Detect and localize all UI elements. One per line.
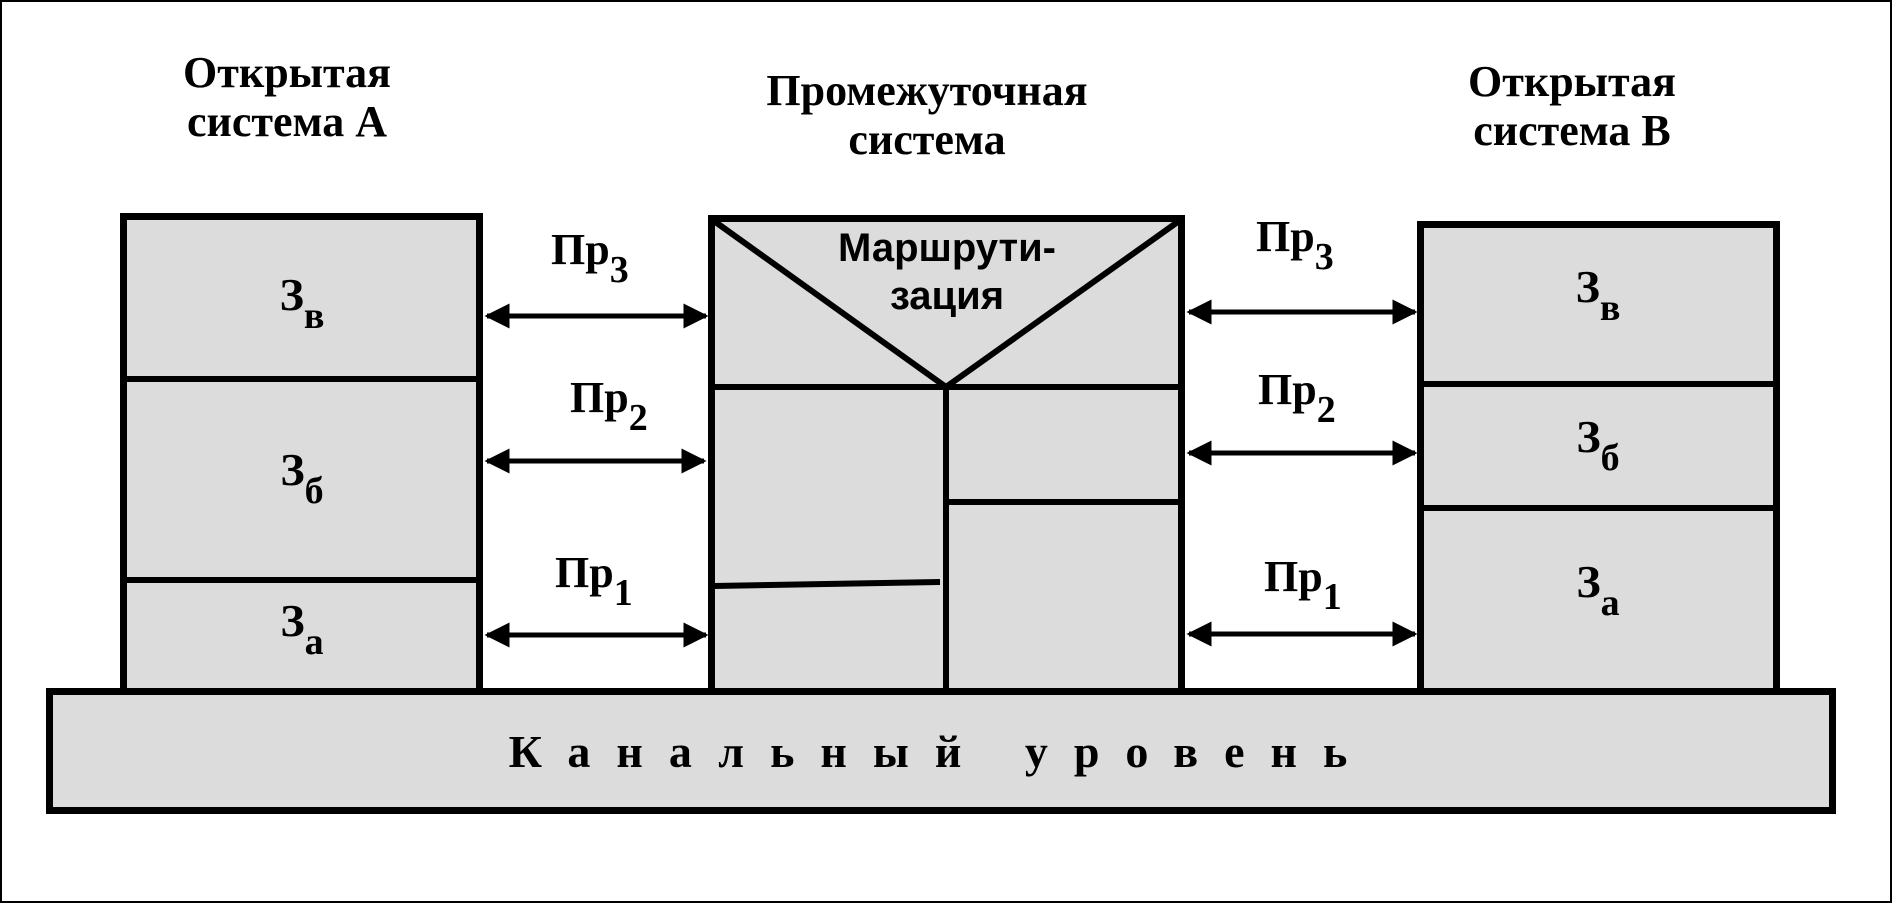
- z-letter: З: [1576, 411, 1601, 462]
- protocol-number: 3: [609, 249, 629, 291]
- layer-subscript: б: [1600, 437, 1620, 479]
- protocol-label-b-p2: Пр2: [1258, 365, 1336, 431]
- protocol-number: 3: [1314, 236, 1334, 278]
- system-a-divider-1: [120, 376, 483, 382]
- protocol-number: 2: [1316, 389, 1336, 431]
- title-system-a-line1: Открытая: [183, 48, 391, 97]
- system-b-layer-session: Зб: [1548, 411, 1648, 479]
- intermediate-right-divider: [943, 499, 1185, 505]
- title-system-a-line2: система А: [187, 97, 387, 146]
- title-intermediate-system: Промежуточная система: [702, 66, 1152, 164]
- protocol-label-a-p1: Пр1: [555, 548, 633, 614]
- link-layer-bar: Канальный уровень: [46, 688, 1836, 814]
- protocol-prefix: Пр: [1258, 365, 1317, 414]
- system-a-layer-session: Зб: [252, 444, 352, 512]
- intermediate-left-divider: [713, 579, 941, 589]
- title-intermediate-line2: система: [848, 115, 1006, 164]
- layer-subscript: в: [303, 295, 325, 337]
- title-intermediate-line1: Промежуточная: [766, 66, 1088, 115]
- protocol-prefix: Пр: [555, 548, 614, 597]
- title-system-a: Открытая система А: [122, 48, 452, 146]
- title-system-b-line2: система В: [1473, 106, 1671, 155]
- protocol-number: 1: [1322, 576, 1342, 618]
- system-a-layer-presentation: Зв: [252, 269, 352, 337]
- z-letter: З: [1575, 261, 1600, 312]
- z-letter: З: [279, 269, 304, 320]
- layer-subscript: в: [1599, 287, 1621, 329]
- layer-subscript: а: [304, 621, 324, 663]
- routing-line2: зация: [889, 274, 1005, 318]
- z-letter: З: [280, 595, 305, 646]
- protocol-number: 2: [628, 397, 648, 439]
- protocol-label-a-p3: Пр3: [551, 225, 629, 291]
- protocol-prefix: Пр: [570, 373, 629, 422]
- protocol-number: 1: [613, 572, 633, 614]
- protocol-prefix: Пр: [1256, 212, 1315, 261]
- system-a-layer-application: За: [252, 595, 352, 663]
- layer-subscript: б: [304, 470, 324, 512]
- routing-v-lines: [712, 218, 1181, 391]
- intermediate-center-divider: [943, 384, 949, 689]
- system-b-divider-2: [1417, 505, 1780, 511]
- protocol-label-b-p1: Пр1: [1264, 552, 1342, 618]
- protocol-label-a-p2: Пр2: [570, 373, 648, 439]
- protocol-prefix: Пр: [551, 225, 610, 274]
- title-system-b-line1: Открытая: [1468, 57, 1676, 106]
- z-letter: З: [280, 444, 305, 495]
- protocol-label-b-p3: Пр3: [1256, 212, 1334, 278]
- z-letter: З: [1576, 556, 1601, 607]
- layer-subscript: а: [1600, 582, 1620, 624]
- system-b-divider-1: [1417, 381, 1780, 387]
- system-a-divider-2: [120, 577, 483, 583]
- routing-label: Маршрути- зация: [777, 224, 1117, 320]
- protocol-prefix: Пр: [1264, 552, 1323, 601]
- system-b-layer-presentation: Зв: [1548, 261, 1648, 329]
- system-b-layer-application: За: [1548, 556, 1648, 624]
- link-layer-label: Канальный уровень: [508, 725, 1374, 777]
- routing-line1: Маршрути-: [838, 226, 1056, 270]
- title-system-b: Открытая система В: [1402, 57, 1742, 155]
